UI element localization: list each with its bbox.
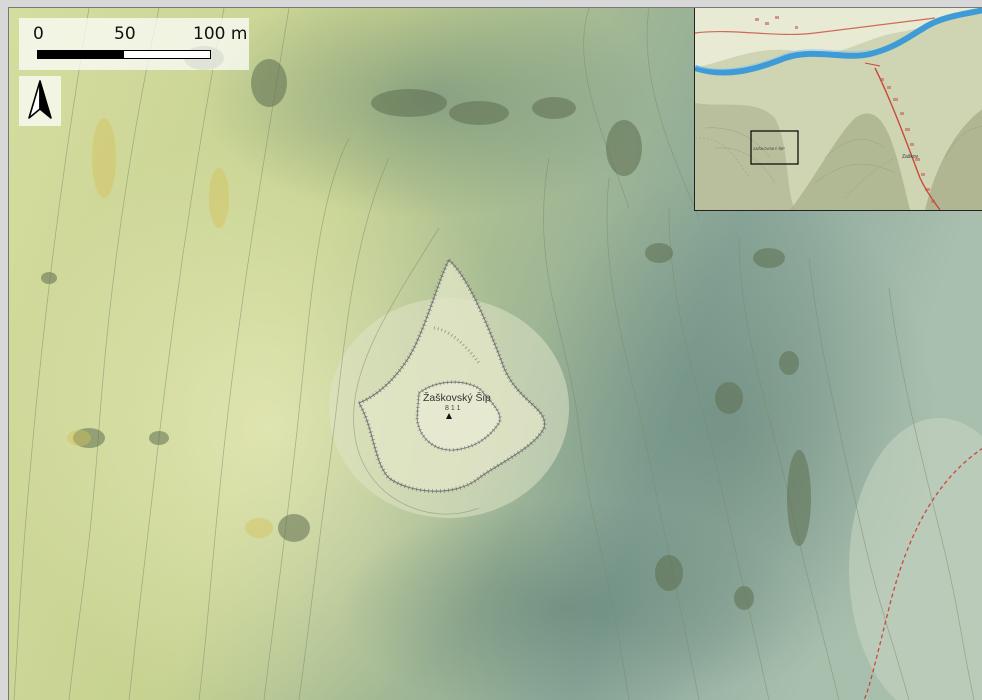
inset-town-label: Zaškov — [902, 154, 919, 160]
inset-extent-rectangle — [750, 130, 799, 165]
inset-settlement — [755, 16, 935, 203]
summit-inner-outline — [416, 381, 501, 451]
north-arrow — [19, 76, 61, 126]
inset-overview-map[interactable]: ZAŠKOVSKÝ ŠIP Zaškov — [694, 8, 982, 211]
scale-bar-graphic — [37, 50, 211, 59]
scale-segment-black — [38, 51, 124, 58]
scale-label-100: 100 m — [193, 24, 248, 44]
scale-label-50: 50 — [114, 24, 136, 44]
map-canvas[interactable]: 0 50 100 m Žaškovský Šip 8 1 1 — [8, 7, 982, 700]
summit-triangle-icon — [446, 413, 452, 419]
scale-label-0: 0 — [33, 24, 44, 44]
inset-extent-label: ZAŠKOVSKÝ ŠIP — [753, 146, 785, 151]
inset-river — [695, 8, 982, 76]
inset-map-graphic: ZAŠKOVSKÝ ŠIP Zaškov — [695, 8, 982, 210]
north-arrow-icon — [28, 80, 52, 119]
scale-segment-white — [124, 51, 210, 58]
summit-elevation-label: 8 1 1 — [445, 405, 461, 412]
scale-bar: 0 50 100 m — [19, 18, 249, 70]
inset-road — [874, 67, 941, 210]
summit-name-label: Žaškovský Šip — [423, 392, 491, 404]
summit-plateau-hachures — [356, 256, 547, 494]
trail-line — [863, 447, 982, 700]
